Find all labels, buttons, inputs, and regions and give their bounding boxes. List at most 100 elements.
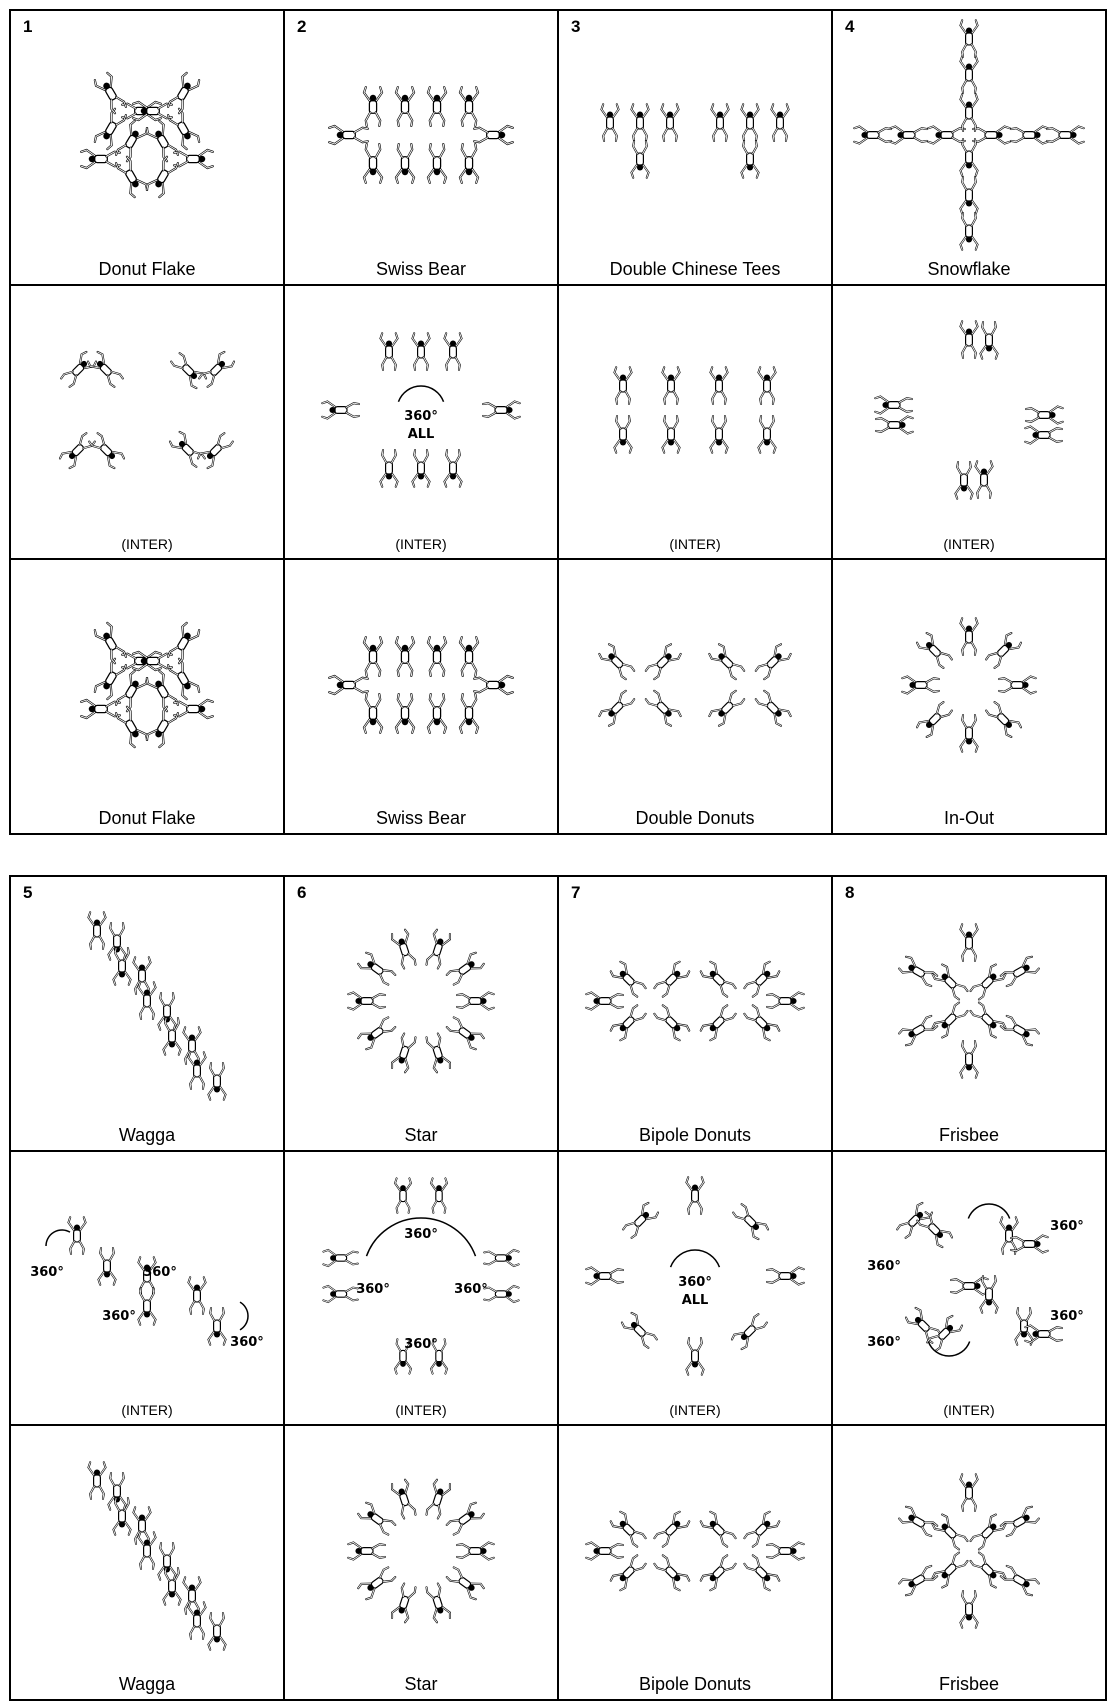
formation-cell: 7 Bipole Donuts (559, 877, 833, 1152)
skydiver-figure (711, 367, 728, 404)
skydiver-figure (428, 144, 446, 183)
formation-drawing (849, 575, 1089, 795)
skydiver-figure (598, 643, 636, 681)
skydiver-figure (87, 431, 125, 469)
skydiver-figure (961, 925, 978, 962)
skydiver-figure (348, 993, 385, 1010)
formation-label: Snowflake (833, 259, 1105, 280)
formation-label: (INTER) (285, 536, 557, 552)
formation-drawing (575, 1441, 815, 1661)
formation-drawing (575, 891, 815, 1111)
skydiver-figure (610, 1004, 648, 1042)
skydiver-figure (424, 1582, 451, 1622)
skydiver-figure (114, 120, 149, 163)
skydiver-figure (424, 930, 451, 970)
skydiver-figure (743, 961, 781, 999)
formation-cell: 360° ALL (INTER) (285, 286, 559, 561)
skydiver-figure (81, 150, 120, 168)
formation-label: Double Donuts (559, 808, 831, 829)
formation-drawing (849, 25, 1089, 245)
formation-label: (INTER) (559, 536, 831, 552)
skydiver-figure (164, 1018, 181, 1055)
skydiver-figure (708, 689, 746, 727)
formation-drawing (849, 1441, 1089, 1661)
skydiver-figure (159, 993, 176, 1030)
skydiver-figure (931, 1550, 969, 1588)
skydiver-figure (348, 1542, 385, 1559)
skydiver-figure (109, 923, 126, 960)
skydiver-figure (428, 88, 446, 127)
skydiver-figure (961, 1474, 978, 1511)
rotation-annotation: ALL (682, 1293, 709, 1308)
skydiver-figure (742, 141, 759, 178)
skydiver-figure (390, 1033, 417, 1073)
formation-grid-1: 1 Donut Flake 2 Swiss Bear 3 Double Chin… (9, 9, 1107, 835)
skydiver-figure (653, 1004, 691, 1042)
skydiver-figure (134, 1507, 151, 1544)
skydiver-figure (767, 1542, 804, 1559)
formation-cell: (INTER) (833, 286, 1107, 561)
skydiver-figure (424, 1479, 451, 1519)
rotation-annotation: 360° (404, 409, 438, 424)
formation-cell: 8 Frisbee (833, 877, 1107, 1152)
skydiver-figure (973, 127, 1010, 144)
formation-label: Star (285, 1674, 557, 1695)
skydiver-figure (931, 1513, 969, 1551)
formation-cell: (INTER) (559, 286, 833, 561)
rotation-annotation: 360° (230, 1335, 264, 1350)
formation-drawing (849, 300, 1089, 520)
skydiver-figure (364, 694, 382, 733)
skydiver-figure (445, 1565, 485, 1600)
formation-cell: 5 Wagga (11, 877, 285, 1152)
formation-cell: In-Out (833, 560, 1107, 835)
skydiver-figure (93, 108, 128, 151)
skydiver-figure (984, 631, 1022, 669)
skydiver-figure (93, 72, 128, 115)
formation-cell: 4 Snowflake (833, 11, 1107, 286)
rotation-annotation: 360° (102, 1309, 136, 1324)
rotation-annotation: 360° (454, 1282, 488, 1297)
formation-cell: 360° 360° 360° 360° (INTER) (11, 1152, 285, 1427)
skydiver-figure (708, 643, 746, 681)
skydiver-figure (743, 1004, 781, 1042)
skydiver-figure (961, 618, 978, 655)
formation-cell: 3 Double Chinese Tees (559, 11, 833, 286)
skydiver-figure (700, 961, 738, 999)
skydiver-figure (139, 1532, 156, 1569)
rotation-annotation: 360° (30, 1265, 64, 1280)
skydiver-figure (875, 396, 912, 413)
rotation-annotation: 360° (356, 1282, 390, 1297)
skydiver-figure (976, 461, 993, 498)
skydiver-figure (1025, 426, 1062, 443)
formation-drawing (575, 25, 815, 245)
formation-drawing (575, 575, 815, 795)
skydiver-figure (89, 1462, 106, 1499)
skydiver-figure (460, 88, 478, 127)
formation-label: Bipole Donuts (559, 1674, 831, 1695)
skydiver-figure (876, 416, 913, 433)
skydiver-figure (329, 676, 368, 694)
skydiver-figure (700, 1510, 738, 1548)
skydiver-figure (586, 1542, 623, 1559)
skydiver-figure (662, 105, 679, 142)
skydiver-figure (457, 1542, 494, 1559)
formation-drawing (301, 25, 541, 245)
skydiver-figure (114, 1498, 131, 1535)
skydiver-figure (653, 1553, 691, 1591)
formation-cell: 2 Swiss Bear (285, 11, 559, 286)
skydiver-figure (396, 144, 414, 183)
formation-label: (INTER) (833, 536, 1105, 552)
skydiver-figure (854, 127, 891, 144)
formation-drawing (575, 300, 815, 520)
rotation-annotation: 360° (404, 1337, 438, 1352)
formation-label: Swiss Bear (285, 808, 557, 829)
skydiver-figure (166, 108, 201, 151)
skydiver-figure (445, 1501, 485, 1536)
formation-cell: 360° ALL (INTER) (559, 1152, 833, 1427)
skydiver-figure (712, 105, 729, 142)
skydiver-figure (961, 177, 978, 214)
skydiver-figure (931, 1001, 969, 1039)
skydiver-figure (166, 622, 201, 665)
formation-drawing (27, 891, 267, 1111)
skydiver-figure (357, 952, 397, 987)
